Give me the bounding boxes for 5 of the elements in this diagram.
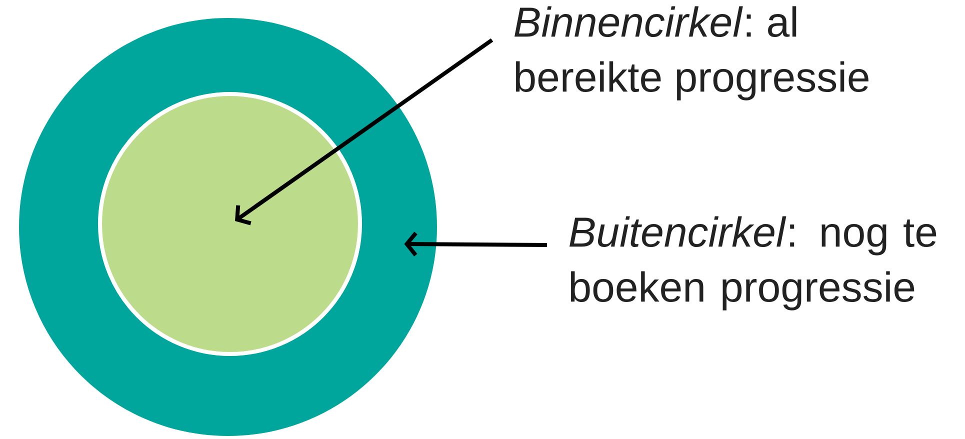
annotation-text: Binnencirkel: al bereikte progressie <box>514 6 868 100</box>
leader-arrow <box>235 38 494 226</box>
annotation-text: Buitencirkel: nog te boeken progressie <box>570 216 936 310</box>
leader-arrow <box>404 232 548 256</box>
inner-circle <box>98 92 362 356</box>
